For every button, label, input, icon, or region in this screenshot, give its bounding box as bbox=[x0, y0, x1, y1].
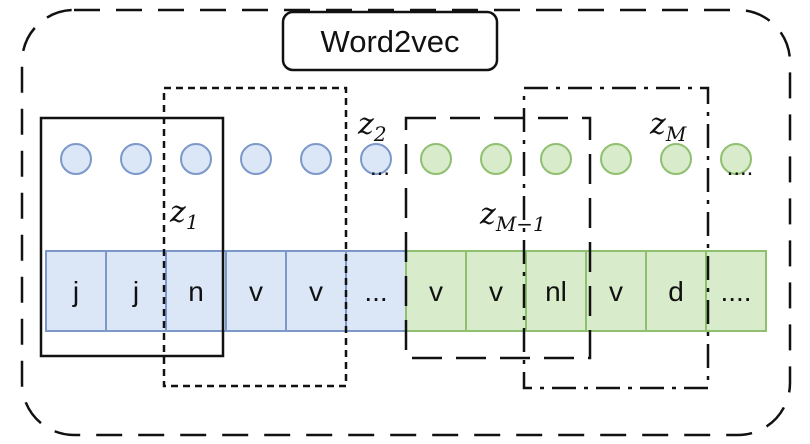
green-embedding-circle bbox=[480, 143, 512, 175]
green-token-label: d bbox=[668, 276, 684, 307]
window-z2 bbox=[162, 86, 348, 388]
green-token-label: .... bbox=[720, 276, 751, 307]
blue-token-label: j bbox=[72, 276, 79, 307]
green-token-label: v bbox=[429, 276, 443, 307]
green-embedding-circle bbox=[720, 143, 752, 175]
blue-token-cell bbox=[285, 250, 347, 332]
green-token-label: v bbox=[609, 276, 623, 307]
blue-token-label: n bbox=[188, 276, 204, 307]
blue-token-label: ... bbox=[364, 276, 387, 307]
green-token-cell bbox=[645, 250, 707, 332]
blue-embedding-circle bbox=[120, 143, 152, 175]
blue-token-cell bbox=[165, 250, 227, 332]
blue-embedding-circle bbox=[300, 143, 332, 175]
green-embedding-circle bbox=[540, 143, 572, 175]
green-embedding-circle bbox=[660, 143, 692, 175]
embedding-circles: ....... bbox=[60, 143, 754, 181]
green-token-cell bbox=[705, 250, 767, 332]
blue-circle-ellipsis: ... bbox=[370, 154, 390, 181]
blue-token-cell bbox=[45, 250, 107, 332]
blue-embedding-circle bbox=[240, 143, 272, 175]
blue-token-label: j bbox=[132, 276, 139, 307]
green-embedding-circle bbox=[420, 143, 452, 175]
green-token-label: v bbox=[489, 276, 503, 307]
green-token-cell bbox=[405, 250, 467, 332]
token-cells: j j n v v... v v nl v d.... bbox=[45, 250, 767, 332]
title: Word2vec bbox=[321, 24, 460, 59]
label-zM: zM bbox=[649, 107, 687, 146]
title-box bbox=[281, 10, 499, 72]
blue-embedding-circle bbox=[360, 143, 392, 175]
label-z2: z2 bbox=[357, 107, 387, 146]
label-zM-1: zM−1 bbox=[479, 197, 546, 236]
window-zM bbox=[522, 86, 710, 390]
green-token-cell bbox=[525, 250, 587, 332]
green-embedding-circle bbox=[600, 143, 632, 175]
blue-embedding-circle bbox=[180, 143, 212, 175]
outer-container bbox=[20, 8, 792, 437]
label-z1: z1 bbox=[169, 195, 199, 234]
blue-token-label: v bbox=[309, 276, 323, 307]
window-zM-1 bbox=[404, 116, 592, 360]
blue-token-label: v bbox=[249, 276, 263, 307]
blue-embedding-circle bbox=[60, 143, 92, 175]
green-token-label: nl bbox=[545, 276, 567, 307]
green-token-cell bbox=[585, 250, 647, 332]
window-z1 bbox=[39, 116, 225, 358]
green-circle-ellipsis: .... bbox=[727, 154, 754, 181]
